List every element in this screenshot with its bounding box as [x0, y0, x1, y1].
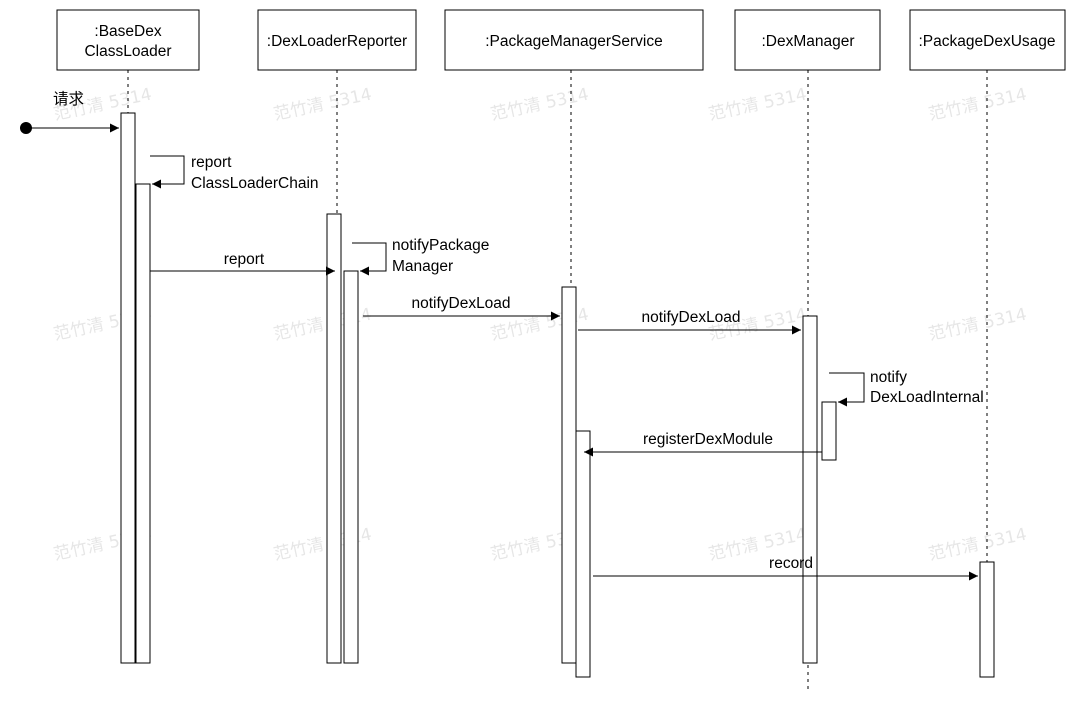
watermark-text: 范竹清 5314 — [927, 525, 1029, 565]
activation-reporter-inner — [343, 270, 359, 664]
message-label-notify-dex-load-2: notifyDexLoad — [641, 309, 740, 326]
message-label-register-dex-module: registerDexModule — [643, 431, 773, 448]
participant-box-basedex[interactable] — [56, 9, 200, 71]
activation-pms-inner — [575, 430, 591, 678]
activation-basedex-inner — [135, 183, 151, 664]
participant-label-pms: :PackageManagerService — [485, 33, 663, 50]
participant-label-reporter: :DexLoaderReporter — [267, 33, 407, 50]
activation-reporter-outer — [326, 213, 342, 664]
message-arrow-notify-package-manager — [352, 242, 387, 276]
participant-labels: :BaseDex ClassLoader :DexLoaderReporter … — [84, 23, 1055, 60]
message-arrow-notify-dex-load-internal — [829, 372, 865, 407]
watermark-text: 范竹清 5314 — [927, 85, 1029, 125]
participant-box-reporter[interactable] — [257, 9, 417, 71]
message-label-request: 请求 — [53, 90, 84, 108]
participants — [56, 9, 1066, 71]
activation-pms-outer — [561, 286, 577, 664]
messages — [20, 122, 978, 581]
message-label-notify-package-manager-line2: Manager — [392, 258, 453, 275]
message-labels: 请求 report ClassLoaderChain report notify… — [53, 90, 984, 572]
message-label-notify-package-manager: notifyPackage — [392, 237, 489, 254]
message-arrow-report-classloader-chain — [150, 155, 185, 189]
participant-box-usage[interactable] — [909, 9, 1066, 71]
message-label-report: report — [224, 251, 265, 268]
activation-dexmanager-outer — [802, 315, 818, 664]
participant-label-basedex-line2: ClassLoader — [84, 43, 171, 60]
message-label-notify-dex-load-internal-line2: DexLoadInternal — [870, 389, 984, 406]
activation-usage — [979, 561, 995, 678]
message-label-record: record — [769, 555, 813, 572]
participant-label-basedex: :BaseDex — [94, 23, 161, 40]
lifelines — [127, 70, 988, 690]
message-label-report-classloader-chain-line2: ClassLoaderChain — [191, 175, 319, 192]
watermark-text: 范竹清 5314 — [489, 85, 591, 125]
participant-box-pms[interactable] — [444, 9, 704, 71]
activations — [120, 112, 995, 678]
message-label-notify-dex-load-internal: notify — [870, 369, 907, 386]
participant-label-dexmanager: :DexManager — [761, 33, 854, 50]
watermark-text: 范竹清 5314 — [927, 305, 1029, 345]
message-label-report-classloader-chain: report — [191, 154, 232, 171]
activation-basedex-outer — [120, 112, 136, 664]
watermark-text: 范竹清 5314 — [272, 85, 374, 125]
message-label-notify-dex-load-1: notifyDexLoad — [411, 295, 510, 312]
participant-box-dexmanager[interactable] — [734, 9, 881, 71]
activation-dexmanager-inner — [821, 401, 837, 461]
participant-label-usage: :PackageDexUsage — [919, 33, 1056, 50]
watermark-text: 范竹清 5314 — [707, 85, 809, 125]
